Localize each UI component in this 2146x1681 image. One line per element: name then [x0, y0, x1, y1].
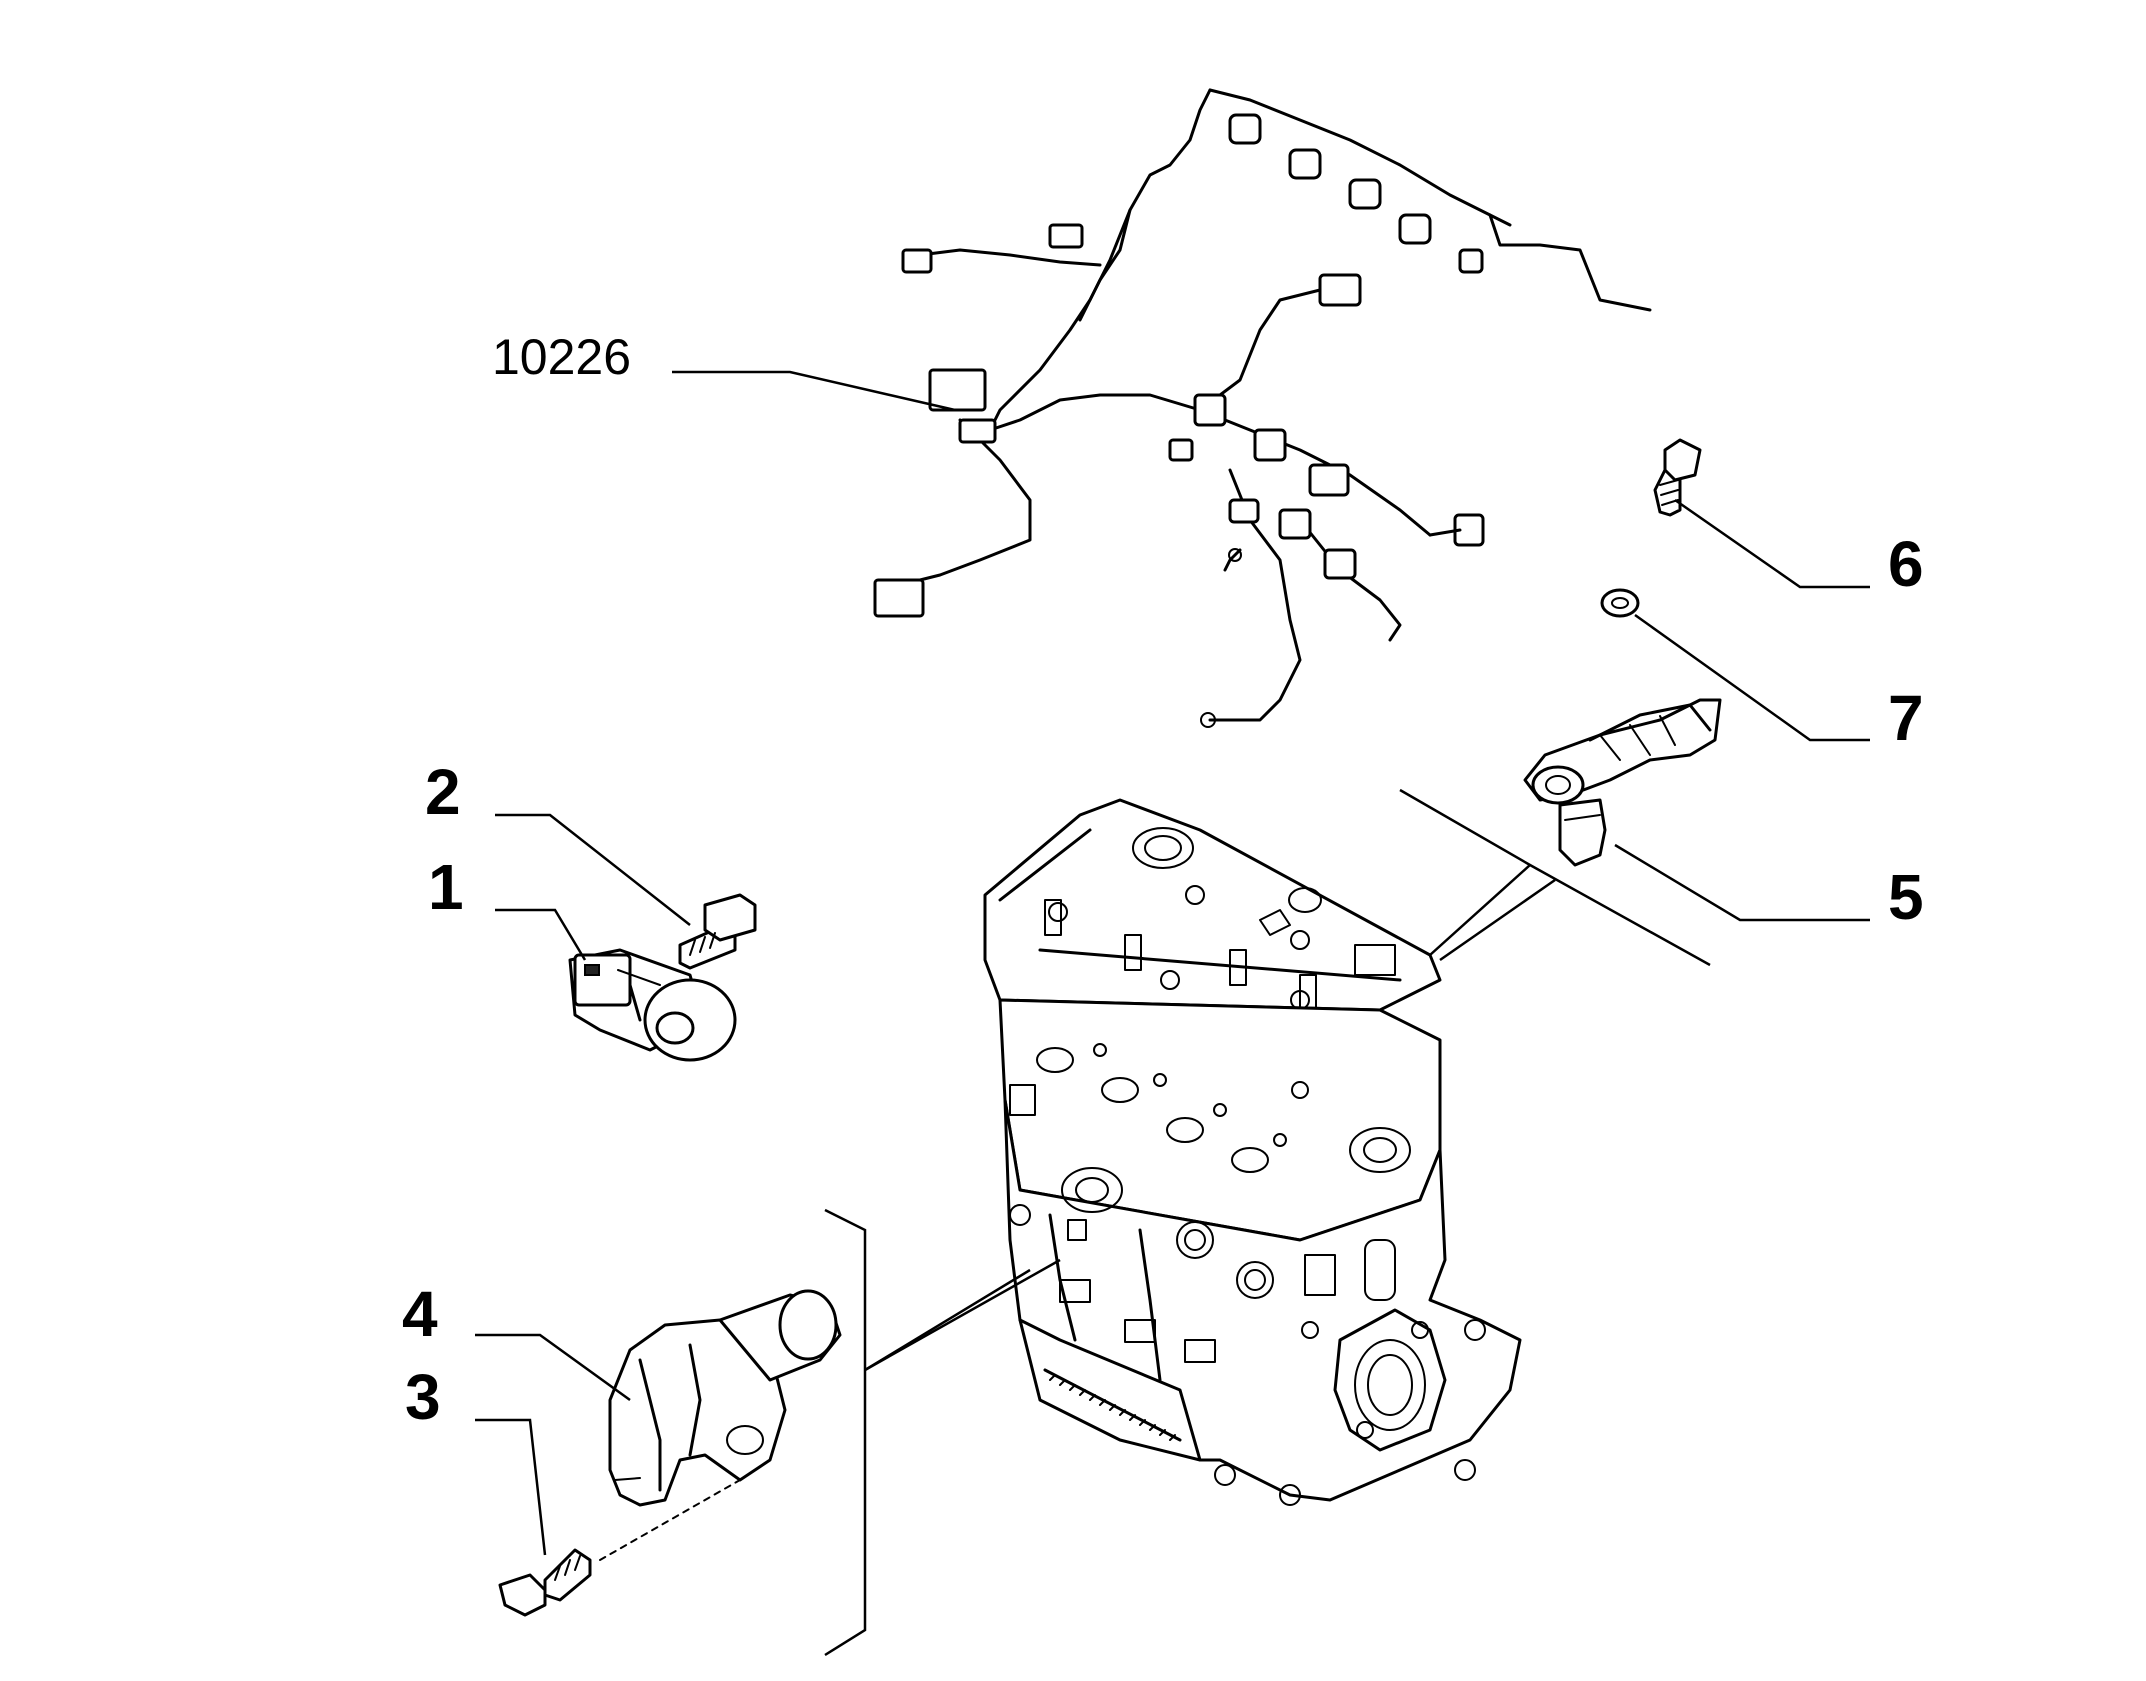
- leader-lines: [475, 370, 1870, 1657]
- cam-sensor-bolt[interactable]: [1653, 438, 1702, 517]
- camshaft-position-sensor[interactable]: [1523, 698, 1722, 867]
- callout-10226: 10226: [492, 329, 632, 385]
- cam-sensor-washer[interactable]: [1600, 588, 1640, 618]
- callout-2: 2: [425, 756, 461, 828]
- callout-3: 3: [405, 1361, 441, 1433]
- knock-sensor-bolt[interactable]: [678, 893, 757, 970]
- callout-1: 1: [428, 851, 464, 923]
- wiring-harness[interactable]: [873, 88, 1652, 728]
- callout-6: 6: [1888, 528, 1924, 600]
- knock-sensor[interactable]: [568, 948, 737, 1062]
- crank-sensor-bolt[interactable]: [498, 1548, 592, 1617]
- callout-5: 5: [1888, 861, 1924, 933]
- callout-7: 7: [1888, 682, 1924, 754]
- callout-4: 4: [402, 1278, 438, 1350]
- engine-block[interactable]: [983, 798, 1522, 1506]
- crankshaft-position-sensor[interactable]: [599, 1289, 842, 1561]
